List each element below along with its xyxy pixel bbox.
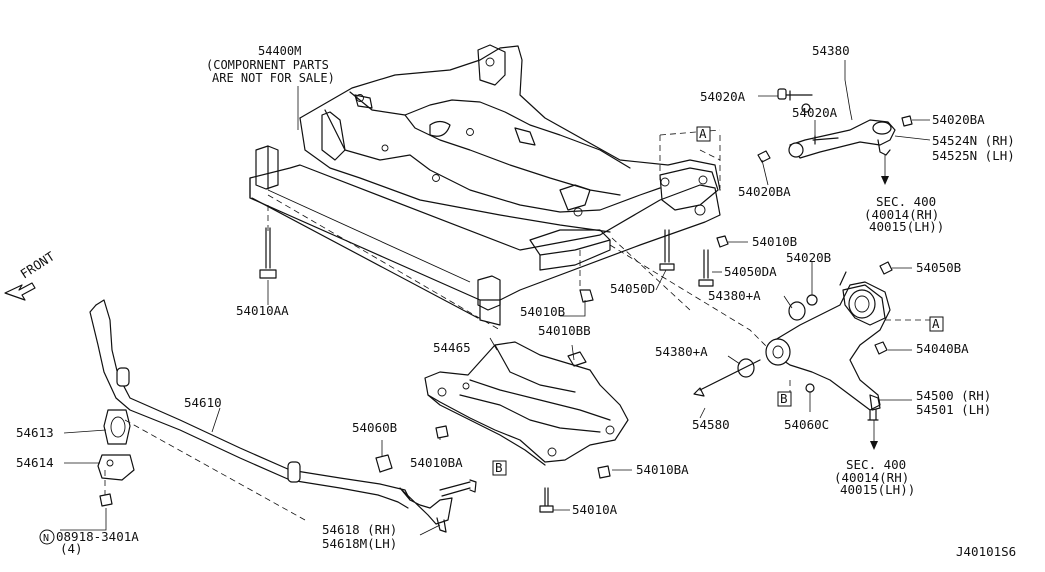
label-08918-qty: (4)	[60, 541, 83, 556]
ref-box-B2: B	[777, 391, 792, 407]
label-54524N: 54524N (RH)	[932, 133, 1015, 148]
catalog-code: J40101S6	[956, 544, 1016, 559]
label-54060C: 54060C	[784, 417, 829, 432]
label-54020A-b: 54020A	[792, 105, 838, 120]
label-54613: 54613	[16, 425, 54, 440]
label-54020A-a: 54020A	[700, 89, 746, 104]
label-54020BA-b: 54020BA	[738, 184, 791, 199]
label-54500: 54500 (RH)	[916, 388, 991, 403]
label-54501: 54501 (LH)	[916, 402, 991, 417]
part-labels: 54380 54020A 54020A 54020BA 54524N (RH) …	[16, 43, 1016, 559]
label-54020B: 54020B	[786, 250, 831, 265]
label-54610: 54610	[184, 395, 222, 410]
label-54010BB: 54010BB	[538, 323, 591, 338]
label-sec400-b: SEC. 400	[846, 457, 906, 472]
label-54525N: 54525N (LH)	[932, 148, 1015, 163]
label-54580: 54580	[692, 417, 730, 432]
label-sec400-b-lh: 40015(LH))	[840, 482, 915, 497]
label-54010B-a: 54010B	[752, 234, 797, 249]
label-54614: 54614	[16, 455, 54, 470]
n-symbol-icon	[39, 529, 55, 545]
svg-text:A: A	[932, 316, 940, 331]
label-54020BA-a: 54020BA	[932, 112, 985, 127]
ref-box-B1: B	[492, 460, 507, 476]
label-sec400-b-rh: (40014(RH)	[834, 470, 909, 485]
ref-box-A2: A	[929, 316, 944, 332]
label-54010BA-b: 54010BA	[636, 462, 689, 477]
upper-link	[757, 88, 913, 185]
label-54380: 54380	[812, 43, 850, 58]
front-label: FRONT	[17, 248, 57, 281]
label-54010AA: 54010AA	[236, 303, 289, 318]
label-sec400-a-rh: (40014(RH)	[864, 207, 939, 222]
label-54010A: 54010A	[572, 502, 618, 517]
label-54050B: 54050B	[916, 260, 961, 275]
label-54050DA: 54050DA	[724, 264, 777, 279]
label-54040BA: 54040BA	[916, 341, 969, 356]
stabilizer-bar	[89, 299, 477, 533]
label-08918: 08918-3401A	[56, 529, 139, 544]
ref-box-A1: A	[696, 126, 711, 142]
label-54060B: 54060B	[352, 420, 397, 435]
svg-text:B: B	[495, 460, 503, 475]
dashed-guides	[104, 129, 930, 521]
lower-arm-knuckle	[693, 261, 893, 450]
label-54618: 54618 (RH)	[322, 522, 397, 537]
label-sec400-a-lh: 40015(LH))	[869, 219, 944, 234]
label-54380A-b: 54380+A	[655, 344, 708, 359]
svg-text:B: B	[780, 391, 788, 406]
label-54465: 54465	[433, 340, 471, 355]
label-54618M: 54618M(LH)	[322, 536, 397, 551]
suspension-member	[249, 44, 721, 326]
front-arrow-icon	[4, 282, 36, 301]
bolts	[259, 227, 729, 303]
label-54050D: 54050D	[610, 281, 655, 296]
leader-lines	[60, 60, 931, 536]
svg-text:A: A	[699, 126, 707, 141]
label-54010BA-a: 54010BA	[410, 455, 463, 470]
label-sec400-a: SEC. 400	[876, 194, 936, 209]
n-symbol-text: N	[43, 533, 49, 544]
note-part-number: 54400M	[258, 44, 301, 58]
rear-member	[424, 341, 629, 513]
note-line-2: ARE NOT FOR SALE)	[212, 71, 335, 85]
label-54010B-b: 54010B	[520, 304, 565, 319]
label-54380A-a: 54380+A	[708, 288, 761, 303]
note-line-1: (COMPORNENT PARTS	[206, 58, 329, 72]
